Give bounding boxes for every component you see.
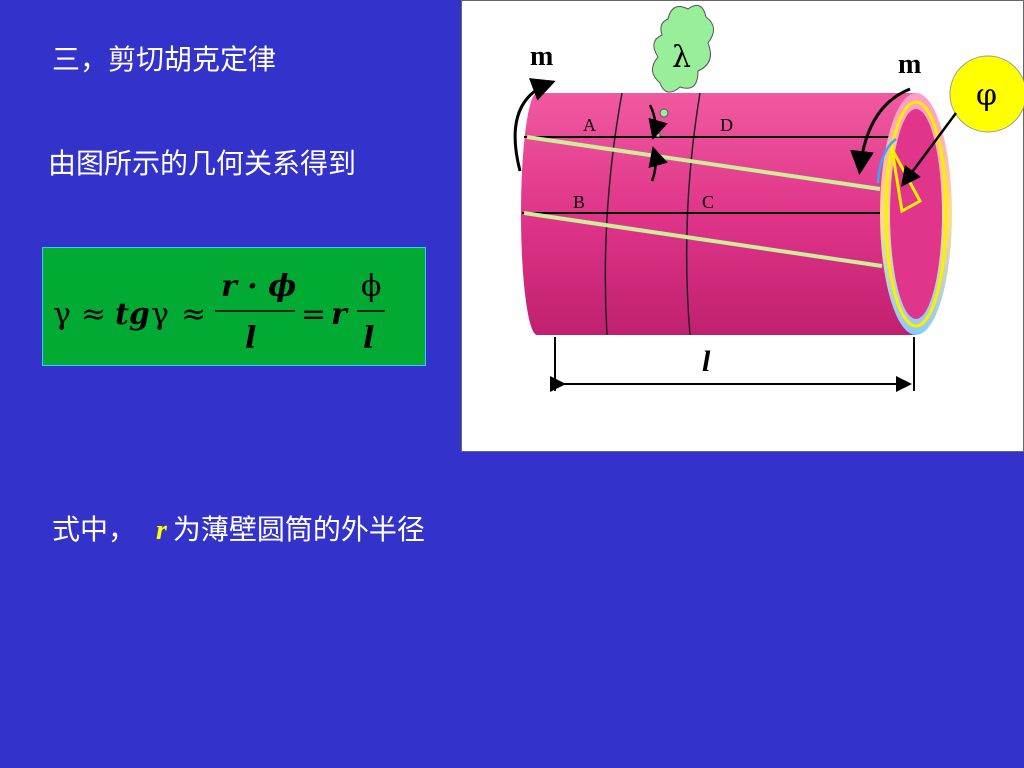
torque-arrow-right [850, 87, 911, 175]
formula-numerator-2: ϕ [361, 269, 381, 304]
end-ring-yellow-edge [884, 100, 948, 328]
formula-denominator-2: l [363, 321, 374, 356]
note-r-symbol: r [156, 515, 167, 546]
label-D: D [720, 115, 733, 135]
shear-arrow-top [648, 104, 668, 140]
label-C: C [702, 192, 714, 212]
formula-tg: tg [115, 297, 150, 332]
formula-gamma: γ [53, 297, 71, 332]
lambda-thought-cloud [652, 4, 714, 93]
geometry-statement: 由图所示的几何关系得到 [48, 147, 357, 180]
cloud-bubble-2 [656, 121, 664, 129]
cloud-bubble-3 [655, 132, 661, 138]
formula-denominator-1: l [245, 321, 256, 356]
formula-equals: = [301, 297, 326, 332]
slide-heading: 三，剪切胡克定律 [52, 43, 277, 76]
phi-pointer-arrow [901, 112, 958, 188]
note-prefix: 式中， [52, 513, 137, 546]
formula-approx-1: ≈ [81, 297, 106, 332]
label-l: l [702, 345, 711, 378]
label-m-right: m [898, 49, 921, 80]
torque-arrow-left [513, 78, 556, 172]
sheared-line-bottom [523, 211, 883, 268]
label-lambda: λ [672, 40, 691, 75]
shear-arrow-bottom [648, 146, 668, 182]
label-phi: φ [976, 78, 997, 113]
formula-numerator-1: r · ϕ [221, 269, 296, 304]
thin-walled-cylinder-diagram: m m φ λ A D B C l [513, 4, 1024, 392]
phi-callout-circle [949, 55, 1024, 133]
label-B: B [573, 192, 585, 212]
cylinder-diagram-panel: m m φ λ A D B C l [461, 0, 1024, 452]
formula-box: γ ≈ tg γ ≈ r · ϕ l = r ϕ l [42, 247, 426, 366]
shear-strain-formula: γ ≈ tg γ ≈ r · ϕ l = r ϕ l [53, 269, 385, 356]
label-m-left: m [530, 41, 553, 72]
formula-r: r [331, 297, 349, 332]
cloud-bubble-1 [659, 108, 669, 118]
arc-displacement [876, 138, 897, 184]
cylinder-end-face [890, 109, 942, 319]
formula-approx-2: ≈ [181, 297, 206, 332]
formula-gamma-2: γ [151, 297, 169, 332]
sheared-line-top [526, 135, 881, 191]
label-A: A [583, 115, 596, 135]
note-suffix: 为薄壁圆筒的外半径 [172, 513, 425, 546]
